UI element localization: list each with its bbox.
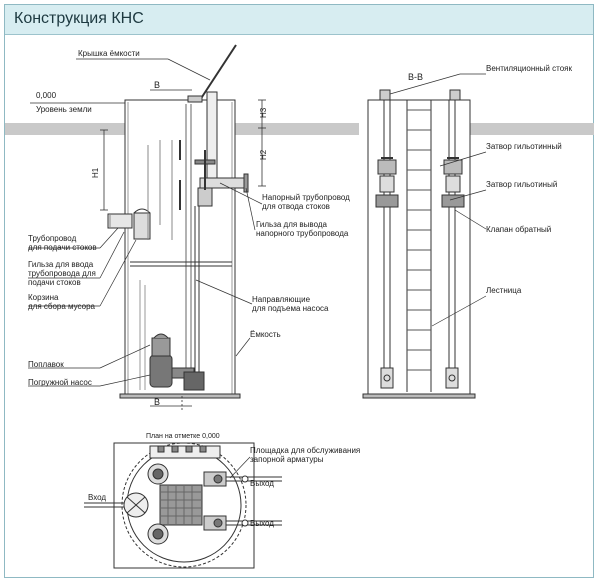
diagram-labels: Крышка ёмкости 0,000 Уровень земли В В В… — [28, 49, 572, 528]
header-bar: Конструкция КНС — [4, 4, 594, 35]
guides-label-1: Направляющие — [252, 295, 311, 304]
ground-band — [5, 123, 594, 135]
guides-label-2: для подъема насоса — [252, 304, 329, 313]
h1-label: Н1 — [91, 167, 100, 178]
platform-label-2: запорной арматуры — [250, 455, 324, 464]
ladder-rungs — [407, 109, 431, 371]
tank-base — [119, 393, 241, 399]
inlet-pipe — [107, 213, 133, 229]
gate-1-label: Затвор гильотинный — [486, 142, 562, 151]
sleeve-in-label-1: Гильза для ввода — [28, 260, 94, 269]
outlet-label-2: Выход — [250, 519, 274, 528]
pressure-pipe — [199, 177, 247, 189]
submersible-pump — [149, 333, 205, 391]
sleeve-out-label-1: Гильза для вывода — [256, 220, 328, 229]
sleeve-in-label-2: трубопровода для — [28, 269, 96, 278]
inlet-label: Вход — [88, 493, 106, 502]
h2-label: Н2 — [259, 149, 268, 160]
float-label: Поплавок — [28, 360, 64, 369]
sleeve-out-label-2: напорного трубопровода — [256, 229, 349, 238]
sleeve-in-label-3: подачи стоков — [28, 278, 81, 287]
plan-title: План на отметке 0,000 — [146, 433, 220, 440]
pressure-pipe-label-1: Напорный трубопровод — [262, 193, 350, 202]
plan-view — [84, 442, 282, 569]
inlet-pipe-label-2: для подачи стоков — [28, 243, 97, 252]
pressure-pipe-label-2: для отвода стоков — [262, 202, 330, 211]
lid-label: Крышка ёмкости — [78, 49, 140, 58]
bb-section-view — [362, 89, 476, 399]
check-valve-label: Клапан обратный — [486, 225, 551, 234]
ground-level-label: Уровень земли — [36, 105, 92, 114]
page-title: Конструкция КНС — [14, 10, 144, 27]
ground-level-value: 0,000 — [36, 91, 57, 100]
leader-lines — [28, 58, 487, 479]
lid-line — [199, 44, 237, 101]
gate-2-label: Затвор гильотиный — [486, 180, 557, 189]
outlet-label-1: Выход — [250, 479, 274, 488]
platform-label-1: Площадка для обслуживания — [250, 446, 360, 455]
dimension-lines — [30, 89, 266, 412]
pump-label: Погружной насос — [28, 378, 92, 387]
vertical-pipe — [206, 91, 218, 183]
vent-label: Вентиляционный стояк — [486, 64, 572, 73]
section-b-top-label: В — [154, 80, 160, 90]
tank-section-view — [107, 44, 249, 399]
tank-label: Ёмкость — [250, 330, 281, 339]
basket-label-1: Корзина — [28, 293, 59, 302]
h3-label: Н3 — [259, 107, 268, 118]
inlet-pipe-label-1: Трубопровод — [28, 234, 77, 243]
section-b-bottom-label: В — [154, 397, 160, 407]
section-bb-label: В-В — [408, 72, 423, 82]
basket-label-2: для сбора мусора — [28, 302, 96, 311]
ladder-label: Лестница — [486, 286, 522, 295]
